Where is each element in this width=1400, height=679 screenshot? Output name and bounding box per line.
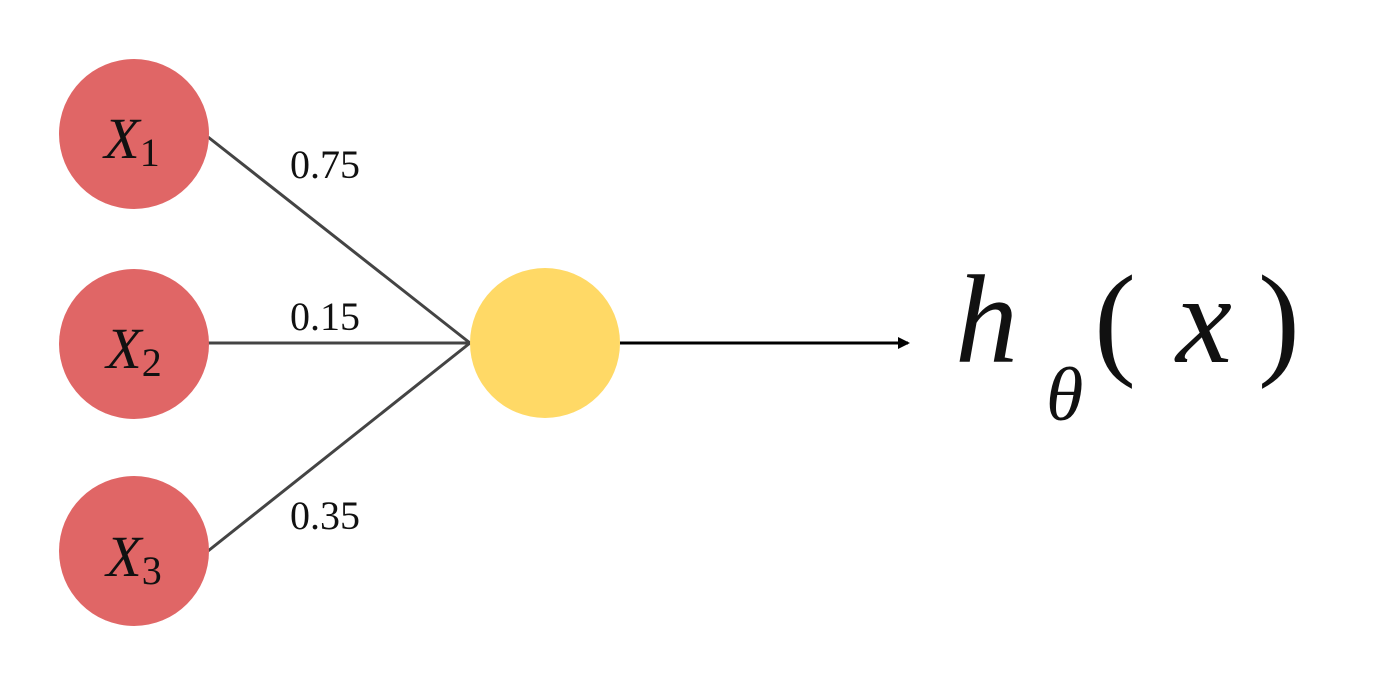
input-node-2: X2 [59,269,209,419]
output-hypothesis-label: h θ ( x ) [955,251,1300,437]
input-node-1-label: X1 [102,106,159,175]
output-close-paren: ) [1258,251,1300,390]
input-node-3-label: X3 [104,524,161,593]
output-x: x [1174,251,1232,390]
weight-label-2: 0.15 [290,294,360,339]
input-node-2-circle [59,269,209,419]
input-node-1-circle [59,59,209,209]
edge-x3-to-neuron [207,341,471,553]
weight-label-1: 0.75 [290,142,360,187]
input-node-1: X1 [59,59,209,209]
weight-label-3: 0.35 [290,493,360,538]
input-node-3-circle [59,476,209,626]
input-node-3: X3 [59,476,209,626]
output-h: h [955,251,1018,390]
input-node-2-label: X2 [104,316,161,385]
output-theta: θ [1046,353,1083,437]
output-open-paren: ( [1094,251,1136,390]
neuron-node [470,268,620,418]
edge-x1-to-neuron [207,135,471,345]
